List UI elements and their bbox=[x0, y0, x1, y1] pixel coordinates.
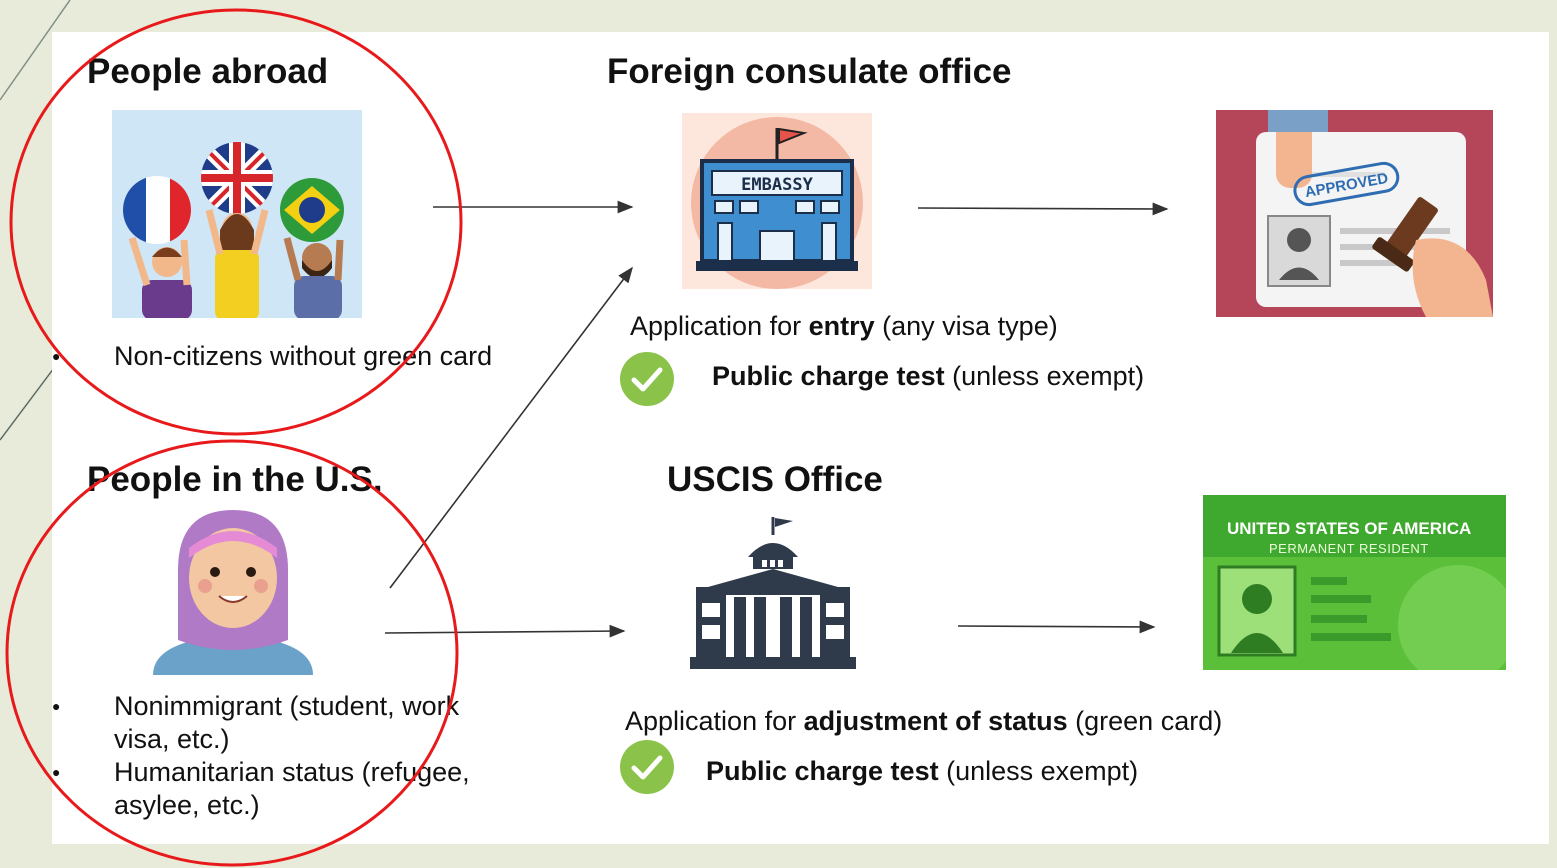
application-suffix: (green card) bbox=[1067, 706, 1223, 736]
green-card-illustration: UNITED STATES OF AMERICA PERMANENT RESID… bbox=[1203, 495, 1506, 670]
people-abroad-bullets: Non-citizens without green card bbox=[52, 340, 502, 373]
flags-people-illustration bbox=[112, 110, 362, 318]
public-charge-label: Public charge test bbox=[706, 756, 939, 786]
approved-visa-illustration: APPROVED bbox=[1216, 110, 1493, 317]
consulate-application-text: Application for entry (any visa type) bbox=[630, 310, 1058, 343]
list-item: Nonimmigrant (student, work visa, etc.) bbox=[52, 690, 502, 756]
uscis-heading: USCIS Office bbox=[667, 460, 883, 499]
public-charge-label: Public charge test bbox=[712, 361, 945, 391]
person-hijab-illustration bbox=[133, 500, 333, 675]
green-card-subtitle: PERMANENT RESIDENT bbox=[1269, 541, 1429, 556]
uscis-public-charge-text: Public charge test (unless exempt) bbox=[706, 755, 1138, 788]
application-prefix: Application for bbox=[630, 311, 809, 341]
people-in-us-heading: People in the U.S. bbox=[87, 460, 383, 499]
list-item: Humanitarian status (refugee, asylee, et… bbox=[52, 756, 502, 822]
people-abroad-heading: People abroad bbox=[87, 52, 329, 91]
uscis-application-text: Application for adjustment of status (gr… bbox=[625, 705, 1222, 738]
application-prefix: Application for bbox=[625, 706, 804, 736]
application-type: adjustment of status bbox=[803, 706, 1068, 736]
embassy-sign-text: EMBASSY bbox=[741, 175, 813, 195]
public-charge-suffix: (unless exempt) bbox=[938, 756, 1139, 786]
green-card-title: UNITED STATES OF AMERICA bbox=[1227, 519, 1472, 538]
slide-decor-line bbox=[0, 359, 61, 441]
uscis-building-icon bbox=[688, 515, 858, 670]
application-type: entry bbox=[808, 311, 875, 341]
check-circle-icon bbox=[620, 352, 674, 406]
consulate-public-charge-text: Public charge test (unless exempt) bbox=[712, 360, 1144, 393]
public-charge-suffix: (unless exempt) bbox=[944, 361, 1145, 391]
consulate-heading: Foreign consulate office bbox=[607, 52, 1012, 91]
check-circle-icon bbox=[620, 740, 674, 794]
people-in-us-bullets: Nonimmigrant (student, work visa, etc.) … bbox=[52, 690, 502, 822]
list-item: Non-citizens without green card bbox=[52, 340, 502, 373]
application-suffix: (any visa type) bbox=[874, 311, 1058, 341]
embassy-building-icon: EMBASSY bbox=[682, 113, 872, 289]
